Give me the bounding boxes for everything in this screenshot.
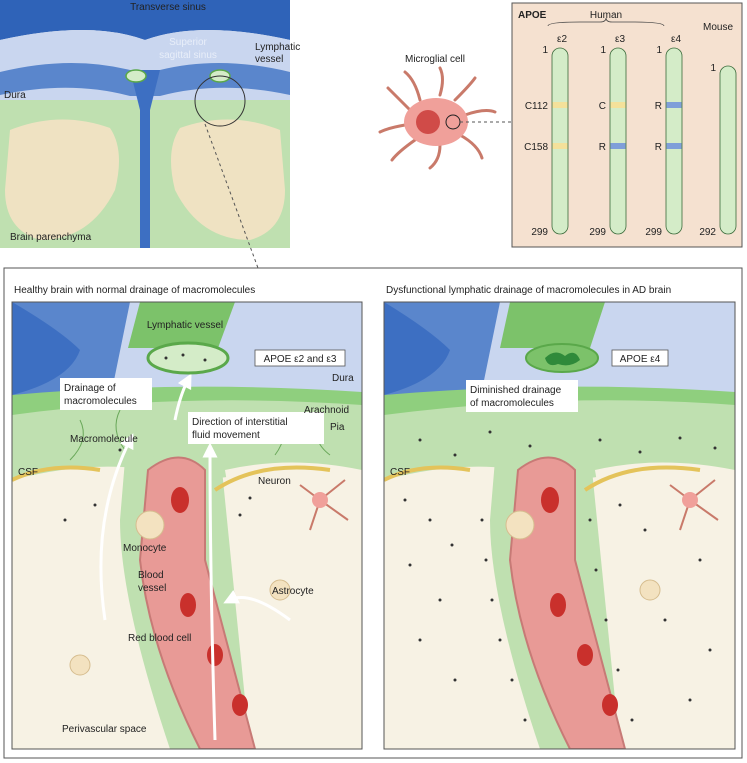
label-microglial-cell: Microglial cell [405,54,465,65]
apoe-bar-e3 [609,47,627,235]
transverse-sinus-shape [0,0,290,40]
zoom-connector [204,123,259,269]
ad-csf-label: CSF [390,467,410,478]
left-hemisphere [5,119,119,240]
label-superior-sagittal-2: sagittal sinus [159,50,217,61]
apoe-bar-e4 [665,47,683,235]
neuron-shape [299,479,349,531]
label-lymphatic-2: vessel [255,54,283,65]
flow-arrows [99,373,291,741]
blood-vessel-label-1: Blood [138,570,164,581]
ad-title: Dysfunctional lymphatic drainage of macr… [386,285,671,296]
brain-cross-section [0,0,290,248]
perivascular-label: Perivascular space [62,724,147,735]
end-e2: 299 [531,227,548,238]
healthy-title: Healthy brain with normal drainage of ma… [14,285,255,296]
label-superior-sagittal-1: Superior [169,37,207,48]
c158-e2: C158 [524,142,548,153]
isoform-e2: ε2 [557,34,567,45]
pia-label: Pia [330,422,345,433]
c112-e4: R [655,101,662,112]
human-brace [547,17,665,27]
apoe-title: APOE [518,10,547,21]
end-e4: 299 [645,227,662,238]
label-transverse-sinus: Transverse sinus [130,2,206,13]
falx [130,70,160,248]
label-dura-top: Dura [4,90,26,101]
neuron-body [312,492,328,508]
start-e2: 1 [542,45,548,56]
c158-e3: R [599,142,606,153]
diminished-label-1: Diminished drainage [470,385,562,396]
diminished-label-2: of macromolecules [470,398,554,409]
ad-panel [384,302,735,749]
drainage-label-2: macromolecules [64,396,137,407]
healthy-panel-border [11,301,363,750]
right-hemisphere [171,119,285,240]
healthy-lymphatic-label: Lymphatic vessel [147,320,223,331]
neuron-label: Neuron [258,476,291,487]
healthy-panel [12,302,362,749]
red-blood-cell-label: Red blood cell [128,633,191,644]
start-e4: 1 [656,45,662,56]
apoe-e4-label: APOE ε4 [620,354,661,365]
astrocyte-label: Astrocyte [272,586,314,597]
c158-e4: R [655,142,662,153]
lymphatic-vessel-left [125,69,147,83]
apoe-e2e3-label: APOE ε2 and ε3 [264,354,337,365]
apoe-bar-mouse [719,65,737,235]
microglial-cell [378,66,497,170]
apoe-e2e3-box [254,349,346,367]
c112-e3: C [599,101,606,112]
astrocyte-body-2 [69,654,91,676]
apoe-panel: APOE Human Mouse ε2 ε3 ε4 1 1 1 1 C11 [511,2,743,248]
healthy-csf-label: CSF [18,467,38,478]
isoform-e4: ε4 [671,34,681,45]
direction-label-1: Direction of interstitial [192,417,288,428]
c112-e2: C112 [525,101,549,112]
arachnoid-label: Arachnoid [304,405,349,416]
label-brain-parenchyma: Brain parenchyma [10,232,92,243]
monocyte-label: Monocyte [123,543,167,554]
direction-box [188,412,324,444]
blood-vessel-label-2: vessel [138,583,166,594]
lymph-vessel-healthy [146,341,230,375]
start-mouse: 1 [710,63,716,74]
diminished-box [466,380,578,412]
apoe-aggregate [545,352,580,366]
ad-panel-border [383,301,736,750]
drainage-label-1: Drainage of [64,383,116,394]
apoe-mouse: Mouse [703,22,733,33]
end-e3: 299 [589,227,606,238]
macromolecule-label: Macromolecule [70,434,138,445]
isoform-e3: ε3 [615,34,625,45]
end-mouse: 292 [699,227,716,238]
magnifier-circle [194,75,246,127]
astrocyte-body [269,579,291,601]
apoe-bar-e2 [551,47,569,235]
start-e3: 1 [600,45,606,56]
direction-label-2: fluid movement [192,430,260,441]
monocyte-shape [135,510,165,540]
apoe-human: Human [590,10,622,21]
ad-macromolecule-dots [403,430,717,722]
label-lymphatic-1: Lymphatic [255,42,300,53]
apoe-e4-box [611,349,669,367]
red-blood-cells [171,487,248,716]
healthy-dura-label: Dura [332,373,354,384]
drainage-box [60,378,152,410]
